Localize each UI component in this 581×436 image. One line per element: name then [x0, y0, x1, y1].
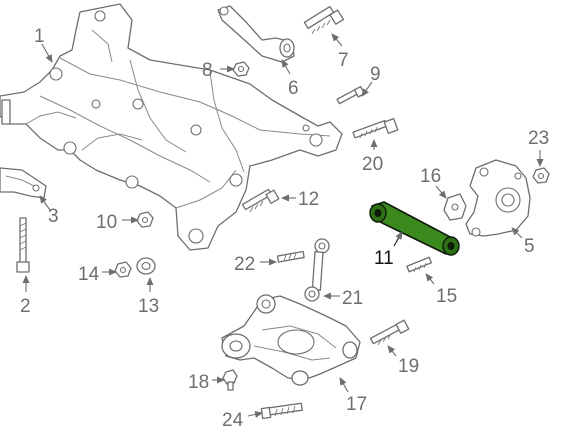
- part-17-lower-arm[interactable]: [221, 294, 361, 386]
- part-8-nut[interactable]: [232, 61, 250, 77]
- callout-17: 17: [346, 394, 367, 415]
- callout-19: 19: [398, 356, 419, 377]
- callout-11: 11: [374, 248, 394, 269]
- callout-labels: 1 2 3 5 6 7 8 9 10 11 12 13 14 15 16 17 …: [20, 26, 549, 431]
- part-11-lateral-link[interactable]: [369, 201, 460, 256]
- callout-18: 18: [188, 372, 209, 393]
- callout-1: 1: [34, 26, 45, 47]
- part-5-knuckle[interactable]: [465, 159, 531, 237]
- callout-14: 14: [78, 264, 100, 285]
- callout-3: 3: [48, 206, 59, 227]
- callout-12: 12: [298, 189, 319, 210]
- part-16-bracket[interactable]: [443, 193, 467, 221]
- part-20-bolt[interactable]: [352, 118, 399, 139]
- callout-22: 22: [234, 254, 255, 275]
- part-14-nut[interactable]: [114, 261, 132, 278]
- part-13-washer[interactable]: [136, 257, 156, 275]
- part-24-bolt[interactable]: [260, 402, 303, 420]
- leader-lines: [22, 33, 544, 418]
- part-15-bolt[interactable]: [406, 256, 433, 273]
- callout-10: 10: [96, 212, 117, 233]
- callout-6: 6: [288, 78, 299, 99]
- part-12-bolt[interactable]: [241, 188, 280, 213]
- callout-15: 15: [436, 286, 457, 307]
- callout-7: 7: [338, 50, 349, 71]
- part-10-nut[interactable]: [136, 211, 154, 228]
- callout-16: 16: [420, 166, 441, 187]
- part-6-upper-arm[interactable]: [217, 5, 295, 63]
- callout-2: 2: [20, 296, 31, 317]
- callout-9: 9: [370, 64, 381, 85]
- callout-5: 5: [524, 236, 535, 257]
- part-23-nut[interactable]: [532, 167, 550, 184]
- callout-23: 23: [528, 128, 549, 149]
- callout-13: 13: [138, 296, 159, 317]
- part-7-bolt[interactable]: [303, 5, 345, 35]
- part-18-nut[interactable]: [222, 369, 238, 391]
- part-21-stabilizer-link[interactable]: [304, 238, 330, 302]
- part-3-bracket[interactable]: [0, 167, 47, 199]
- part-19-bolt[interactable]: [369, 319, 410, 346]
- callout-20: 20: [362, 154, 383, 175]
- part-22-bolt[interactable]: [276, 250, 305, 263]
- callout-8: 8: [202, 60, 213, 81]
- callout-21: 21: [342, 288, 363, 309]
- part-2-stud[interactable]: [16, 217, 30, 273]
- callout-24: 24: [222, 410, 244, 431]
- part-1-subframe[interactable]: [0, 3, 343, 251]
- part-9-bolt[interactable]: [336, 85, 366, 105]
